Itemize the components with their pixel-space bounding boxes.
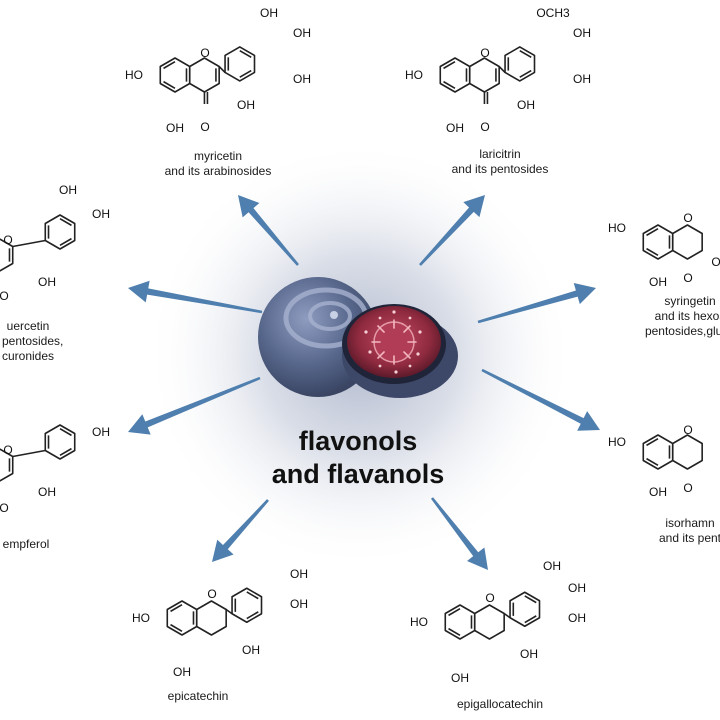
arrow-to-epicatechin [212, 499, 269, 562]
hydroxyl-label: HO [405, 68, 423, 82]
ring-oxygen-label: O [485, 591, 494, 605]
carbonyl-oxygen-label: O [0, 501, 9, 515]
hydroxyl-label: OH [517, 98, 535, 112]
arrow-to-quercetin [128, 280, 263, 314]
compound-label: uercetin [7, 319, 50, 333]
compound-label: and its pentosides [452, 162, 549, 176]
compound-label: and its arabinosides [165, 164, 272, 178]
hydroxyl-label: HO [125, 68, 143, 82]
compound-label: isorhamn [665, 516, 714, 530]
compound-label: curonides [2, 349, 54, 363]
hydroxyl-label: OH [38, 275, 56, 289]
hydroxyl-label: OH [290, 597, 308, 611]
carbonyl-oxygen-label: O [0, 289, 9, 303]
hydroxyl-label: OH [166, 121, 184, 135]
hydroxyl-label: OH [446, 121, 464, 135]
hydroxyl-label: OH [520, 647, 538, 661]
hydroxyl-label: OH [92, 425, 110, 439]
carbonyl-oxygen-label: O [480, 120, 489, 134]
hydroxyl-label: OH [649, 275, 667, 289]
ring-oxygen-label: O [683, 211, 692, 225]
ring-oxygen-label: O [200, 46, 209, 60]
hydroxyl-label: OH [293, 26, 311, 40]
methoxy-label: OCH3 [536, 6, 570, 20]
atom-label: O [711, 255, 720, 269]
compound-label: epigallocatechin [457, 697, 543, 711]
carbonyl-oxygen-label: O [683, 271, 692, 285]
compound-quercetin: OH OH O OH Ouercetins pentosides,curonides [0, 183, 110, 363]
hydroxyl-label: OH [290, 567, 308, 581]
hydroxyl-label: OH [173, 665, 191, 679]
hydroxyl-label: OH [242, 643, 260, 657]
carbonyl-oxygen-label: O [683, 481, 692, 495]
compound-label: syringetin [664, 294, 715, 308]
hydroxyl-label: HO [132, 611, 150, 625]
hydroxyl-label: HO [608, 435, 626, 449]
arrow-to-laricitrin [419, 195, 485, 266]
hydroxyl-label: HO [608, 221, 626, 235]
fig-illustration [342, 304, 458, 398]
ring-oxygen-label: O [3, 233, 12, 247]
compound-label: epicatechin [168, 689, 229, 703]
arrow-to-syringetin [477, 282, 596, 324]
hydroxyl-label: HO [410, 615, 428, 629]
compound-label: empferol [3, 537, 50, 551]
arrow-to-isorhamnetin [481, 368, 600, 431]
compound-label: myricetin [194, 149, 242, 163]
diagram-title-line2: and flavanols [272, 459, 445, 489]
compound-label: laricitrin [479, 147, 520, 161]
hydroxyl-label: OH [568, 581, 586, 595]
compound-epicatechin: HO O OH OH OH OH epicatechin [132, 567, 308, 703]
compound-label: and its pent [659, 531, 720, 545]
hydroxyl-label: OH [38, 485, 56, 499]
arrow-to-epigallocatechin [430, 497, 488, 570]
ring-oxygen-label: O [480, 46, 489, 60]
compound-label: and its hexos [655, 309, 720, 323]
hydroxyl-label: OH [293, 72, 311, 86]
ring-oxygen-label: O [3, 443, 12, 457]
compound-label: pentosides,glucu [645, 324, 720, 338]
compound-label: s pentosides, [0, 334, 63, 348]
arrows [128, 195, 600, 570]
diagram-title-line1: flavonols [299, 426, 418, 456]
ring-oxygen-label: O [207, 587, 216, 601]
hydroxyl-label: OH [260, 6, 278, 20]
hydroxyl-label: OH [92, 207, 110, 221]
hydroxyl-label: OH [237, 98, 255, 112]
hydroxyl-label: OH [649, 485, 667, 499]
hydroxyl-label: OH [59, 183, 77, 197]
hydroxyl-label: OH [568, 611, 586, 625]
hydroxyl-label: OH [573, 72, 591, 86]
hydroxyl-label: OH [573, 26, 591, 40]
compound-epigallocatechin: HO O OH OH OH OH OH epigallocatechin [410, 559, 586, 711]
carbonyl-oxygen-label: O [200, 120, 209, 134]
arrow-to-myricetin [238, 195, 299, 266]
arrow-to-kaempferol [128, 376, 261, 435]
hydroxyl-label: OH [451, 671, 469, 685]
hydroxyl-label: OH [543, 559, 561, 573]
ring-oxygen-label: O [683, 423, 692, 437]
